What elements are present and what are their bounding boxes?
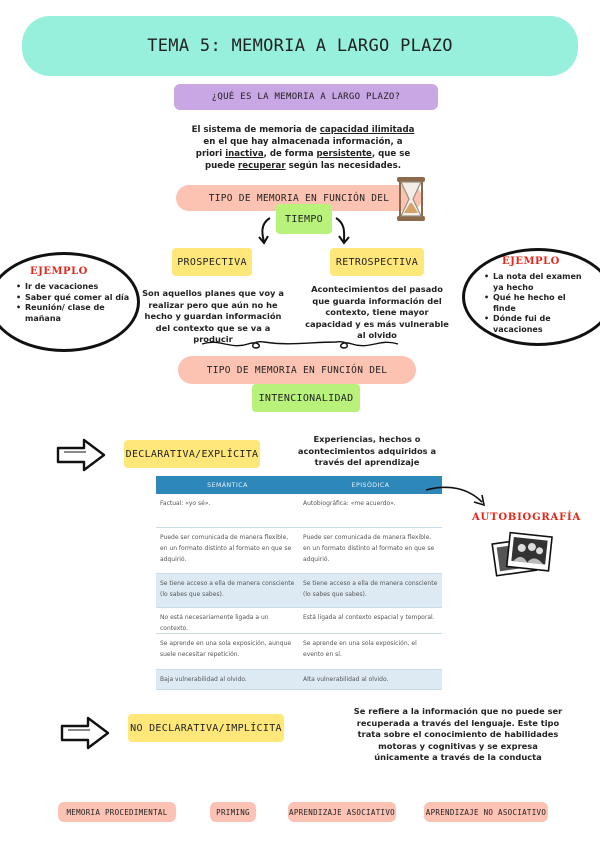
section-intent-banner: TIPO DE MEMORIA EN FUNCIÓN DEL xyxy=(178,356,416,384)
definition-text: El sistema de memoria de capacidad ilimi… xyxy=(191,125,415,171)
list-item: La nota del examen ya hecho xyxy=(484,272,590,293)
arrow-down-icon xyxy=(335,217,350,245)
divider-swirl-icon xyxy=(201,340,399,349)
list-item: Reunión/ clase de mañana xyxy=(16,303,132,324)
prospective-tag: PROSPECTIVA xyxy=(172,248,252,276)
table-cell: Está ligada al contexto espacial y tempo… xyxy=(303,614,435,621)
list-item: Dónde fui de vacaciones xyxy=(484,314,590,335)
arrow-right-icon xyxy=(56,438,106,472)
table-row: Puede ser comunicada de manera flexible,… xyxy=(156,528,442,574)
example-left-list: Ir de vacaciones Saber qué comer al día … xyxy=(16,282,132,324)
example-right-oval xyxy=(462,248,600,346)
table-row: Se tiene acceso a ella de manera conscie… xyxy=(156,574,442,608)
arrow-curve-icon xyxy=(425,486,486,507)
table-cell: Puede ser comunicada de manera flexible,… xyxy=(303,534,435,563)
table-header: SEMÁNTICA EPISÓDICA xyxy=(156,476,442,494)
table-cell: Alta vulnerabilidad al olvido. xyxy=(303,676,389,683)
tag-non-associative-learning: APRENDIZAJE NO ASOCIATIVO xyxy=(424,802,548,822)
declarative-description: Experiencias, hechos o acontecimientos a… xyxy=(297,434,437,467)
table-cell: Baja vulnerabilidad al olvido. xyxy=(160,676,247,683)
table-header-episodic: EPISÓDICA xyxy=(351,481,390,489)
table-cell: No está necesariamente ligada a un conte… xyxy=(160,614,269,632)
table-cell: Se tiene acceso a ella de manera conscie… xyxy=(160,580,295,598)
example-left-oval xyxy=(0,252,140,352)
table-row: Factual: «yo sé». Autobiográfica: «me ac… xyxy=(156,494,442,528)
table-cell: Se aprende en una sola exposición, el ev… xyxy=(303,640,417,658)
table-row: Se aprende en una sola exposición, aunqu… xyxy=(156,634,442,670)
photos-icon xyxy=(491,531,553,577)
table-cell: Autobiográfica: «me acuerdo». xyxy=(303,500,396,507)
example-right-title: EJEMPLO xyxy=(502,256,560,267)
list-item: Ir de vacaciones xyxy=(16,282,132,293)
table-cell: Se tiene acceso a ella de manera conscie… xyxy=(303,580,438,598)
table-cell: Se aprende en una sola exposición, aunqu… xyxy=(160,640,292,658)
tag-priming: PRIMING xyxy=(210,802,256,822)
table-row: No está necesariamente ligada a un conte… xyxy=(156,608,442,634)
retrospective-description: Acontecimientos del pasado que guarda in… xyxy=(305,284,449,340)
arrow-down-icon xyxy=(258,217,271,245)
non-declarative-tag: NO DECLARATIVA/IMPLÍCITA xyxy=(128,714,284,742)
autobiography-label: AUTOBIOGRAFÍA xyxy=(472,512,582,523)
question-header: ¿QUÉ ES LA MEMORIA A LARGO PLAZO? xyxy=(174,84,438,110)
list-item: Saber qué comer al día xyxy=(16,293,132,304)
memory-comparison-table: SEMÁNTICA EPISÓDICA Factual: «yo sé». Au… xyxy=(156,476,442,690)
list-item: Qué he hecho el finde xyxy=(484,293,590,314)
prospective-description: Son aquellos planes que voy a realizar p… xyxy=(142,288,284,344)
table-cell: Puede ser comunicada de manera flexible,… xyxy=(160,534,292,563)
retrospective-tag: RETROSPECTIVA xyxy=(330,248,424,276)
tag-associative-learning: APRENDIZAJE ASOCIATIVO xyxy=(288,802,396,822)
arrow-right-icon xyxy=(60,716,110,750)
non-declarative-description: Se refiere a la información que no puede… xyxy=(353,706,563,762)
table-row: Baja vulnerabilidad al olvido. Alta vuln… xyxy=(156,670,442,690)
declarative-tag: DECLARATIVA/EXPLÍCITA xyxy=(124,440,260,468)
example-right-list: La nota del examen ya hecho Qué he hecho… xyxy=(484,272,590,335)
table-cell: Factual: «yo sé». xyxy=(160,500,211,507)
section-time-tag: TIEMPO xyxy=(276,204,332,234)
hourglass-icon xyxy=(397,177,425,221)
tag-procedural-memory: MEMORIA PROCEDIMENTAL xyxy=(58,802,176,822)
section-intent-tag: INTENCIONALIDAD xyxy=(252,384,360,412)
example-left-title: EJEMPLO xyxy=(30,266,88,277)
table-header-semantic: SEMÁNTICA xyxy=(207,481,248,489)
page-title: TEMA 5: MEMORIA A LARGO PLAZO xyxy=(22,16,578,76)
